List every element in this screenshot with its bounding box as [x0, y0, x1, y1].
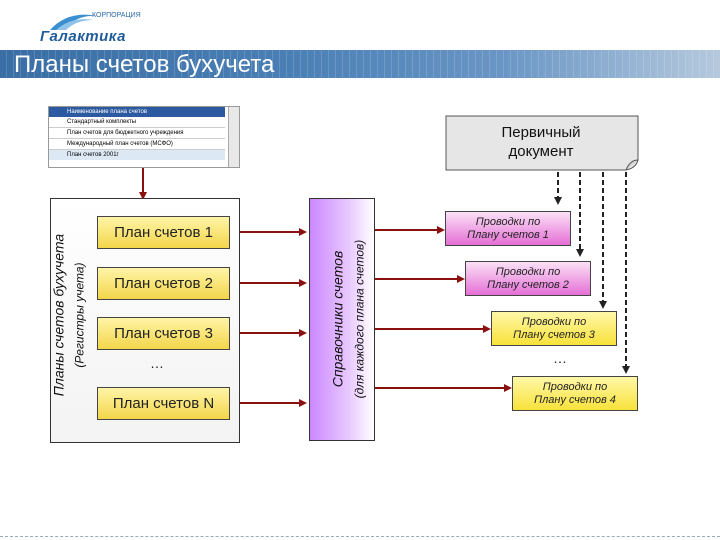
account-directories-column	[309, 198, 375, 441]
primary-document-line1: Первичный	[501, 124, 581, 141]
footer-divider	[0, 536, 720, 537]
logo-corporation-label: КОРПОРАЦИЯ	[92, 12, 141, 19]
postings-2-line2: Плану счетов 2	[487, 278, 569, 291]
accounting-plans-group-title: Планы счетов бухучета	[50, 233, 67, 397]
screenshot-row: Стандартный комплекты	[49, 117, 225, 128]
postings-ellipsis: …	[553, 350, 567, 366]
primary-document-label: Первичный документ	[446, 123, 636, 161]
screenshot-row-selected: План счетов 2001г	[49, 150, 225, 160]
plan-1-box: План счетов 1	[97, 216, 230, 249]
screenshot-header-row: Наименование плана счетов	[49, 107, 225, 117]
postings-4-line2: Плану счетов 4	[534, 393, 616, 406]
account-directories-subtitle: (для каждого плана счетов)	[352, 239, 367, 399]
title-bar-texture	[0, 50, 720, 78]
account-directories-title: Справочники счетов	[329, 250, 346, 388]
plan-2-box: План счетов 2	[97, 267, 230, 300]
postings-1-line1: Проводки по	[475, 215, 541, 228]
plans-ellipsis: …	[150, 355, 164, 371]
postings-1-line2: Плану счетов 1	[467, 228, 549, 241]
accounting-plans-group-subtitle: (Регистры учета)	[72, 262, 87, 368]
postings-2-line1: Проводки по	[495, 265, 561, 278]
galaktika-logo	[50, 14, 98, 30]
screenshot-row: План счетов для бюджетного учреждения	[49, 128, 225, 139]
postings-4-line1: Проводки по	[542, 380, 608, 393]
screenshot-row: Международный план счетов (МСФО)	[49, 139, 225, 150]
primary-document-line2: документ	[508, 143, 574, 160]
screenshot-scrollbar	[228, 107, 239, 167]
plan-n-box: План счетов N	[97, 387, 230, 420]
slide-title: Планы счетов бухучета	[14, 51, 275, 78]
accounts-list-screenshot: Наименование плана счетов Стандартный ко…	[48, 106, 240, 168]
logo-name: Галактика	[40, 28, 126, 45]
postings-3-line1: Проводки по	[521, 315, 587, 328]
plan-3-box: План счетов 3	[97, 317, 230, 350]
postings-3-line2: Плану счетов 3	[513, 328, 595, 341]
title-bar	[0, 50, 720, 78]
